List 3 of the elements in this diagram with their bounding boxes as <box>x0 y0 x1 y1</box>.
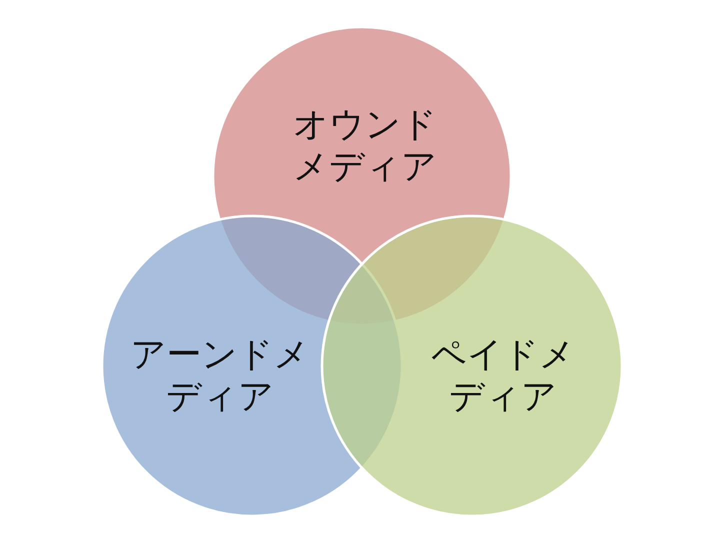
circle-label: オウンドメディア <box>292 104 438 188</box>
circle-label: ペイドメディア <box>430 334 576 418</box>
circle-label: アーンドメディア <box>130 334 310 418</box>
